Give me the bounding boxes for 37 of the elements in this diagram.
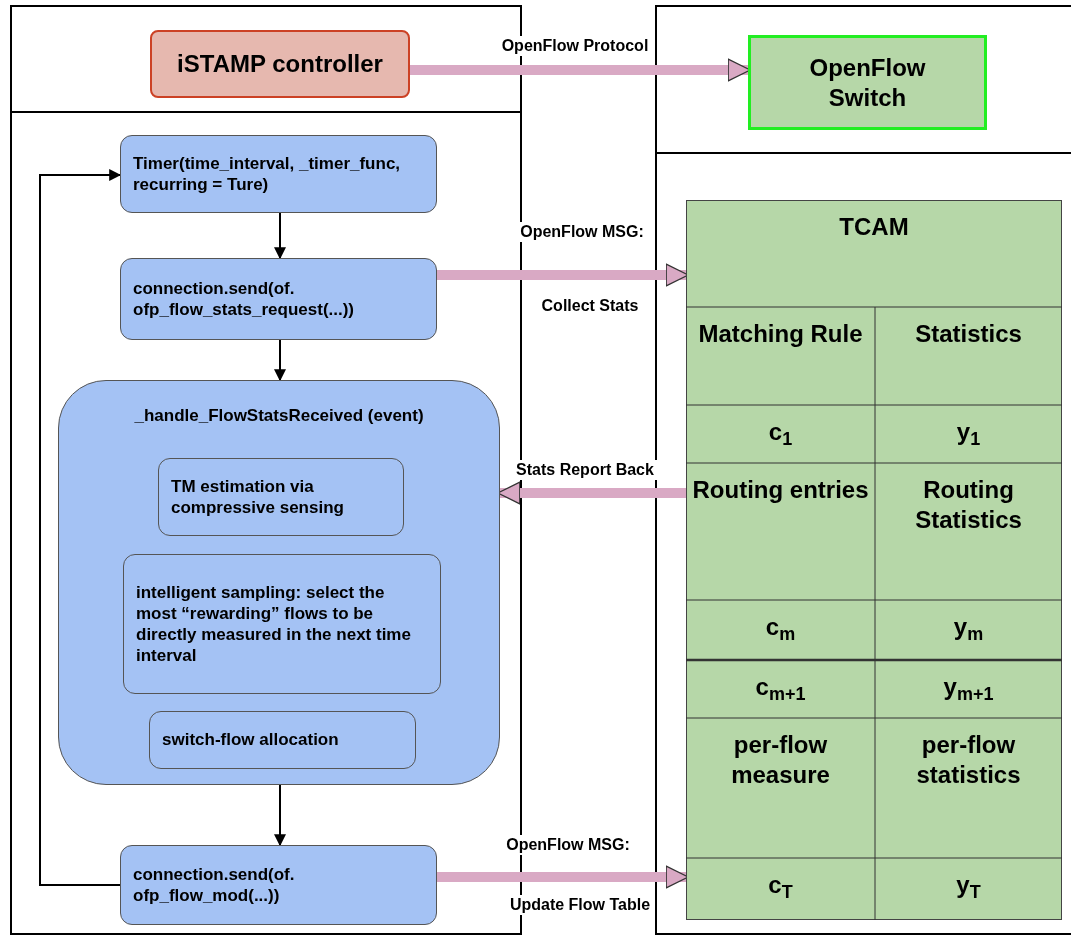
table-cell-text: y$_{m+1}$ (943, 672, 994, 702)
node-text: connection.send(of. ofp_flow_stats_request(...)) (133, 277, 356, 321)
node-title: _handle_FlowStatsReceived (event) (133, 405, 425, 427)
table-cell-text: Routing entries (692, 475, 869, 505)
node-text: iSTAMP controller (177, 49, 383, 79)
node-title: TCAM (838, 212, 910, 242)
process-box (149, 711, 416, 769)
table-cell-text: Matching Rule (698, 319, 863, 349)
table-cell-text: per-flow statistics (915, 730, 1022, 790)
process-box (120, 845, 437, 925)
process-box (120, 258, 437, 340)
process-box (123, 554, 441, 694)
process-box (158, 458, 404, 536)
node-text: Timer(time_interval, _timer_func, recurring = Ture) (133, 152, 402, 196)
table-cell-text: y$_{1}$ (956, 417, 981, 447)
table-cell-text: Routing Statistics (914, 475, 1023, 535)
process-box (120, 135, 437, 213)
node-text: switch-flow allocation (162, 729, 339, 751)
arrow (274, 212, 286, 260)
table-cell-text: c$_{1}$ (768, 417, 793, 447)
node-text: intelligent sampling: select the most “rewarding” flows to be directly measured in the next time interval (136, 581, 412, 667)
table-cell-text: c$_{T}$ (768, 870, 793, 900)
node-text: TM estimation via compressive sensing (171, 475, 345, 519)
controller-box (150, 30, 410, 98)
table-cell-text: per-flow measure (730, 730, 831, 790)
table-cell-text: y$_{T}$ (956, 870, 981, 900)
table-cell-text: Statistics (915, 319, 1022, 349)
switch-box (748, 35, 987, 130)
arrow (274, 784, 286, 847)
arrow (39, 169, 122, 886)
table-cell-text: y$_{m}$ (953, 612, 984, 642)
node-text: connection.send(of. ofp_flow_mod(...)) (133, 863, 296, 907)
table-cell-text: c$_{m}$ (765, 612, 796, 642)
table-cell-text: c$_{m+1}$ (755, 672, 806, 702)
node-text: OpenFlow Switch (808, 52, 927, 113)
arrow (274, 339, 286, 382)
handler-box (58, 380, 500, 785)
